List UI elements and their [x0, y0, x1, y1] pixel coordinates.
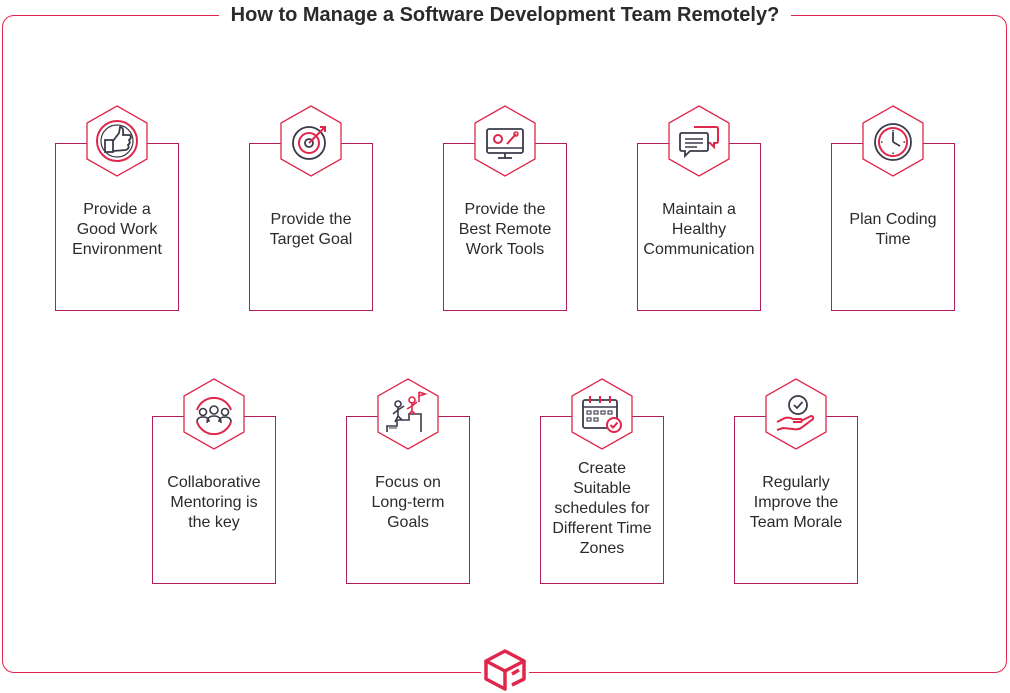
thumbs-up-icon	[96, 120, 138, 162]
step-card-remote-work-tools: Provide the Best Remote Work Tools	[443, 105, 567, 311]
step-card-good-work-environment: Provide a Good Work Environment	[55, 105, 179, 311]
step-label: Focus on Long-term Goals	[371, 474, 445, 531]
step-icon-badge	[571, 378, 633, 450]
hand-check-icon	[776, 395, 815, 431]
step-icon-badge	[377, 378, 439, 450]
step-icon-badge	[474, 105, 536, 177]
chat-bubbles-icon	[679, 126, 719, 159]
team-icon	[196, 396, 232, 436]
step-icon-badge	[765, 378, 827, 450]
step-card-plan-coding-time: Plan Coding Time	[831, 105, 955, 311]
step-label: Provide a Good Work Environment	[72, 201, 162, 258]
step-icon-badge	[183, 378, 245, 450]
step-label: Create Suitable schedules for Different …	[552, 460, 652, 557]
step-card-long-term-goals: Focus on Long-term Goals	[346, 378, 470, 584]
step-label: Plan Coding Time	[849, 211, 937, 248]
step-icon-badge	[668, 105, 730, 177]
step-label: Provide the Target Goal	[269, 211, 353, 248]
calendar-check-icon	[582, 396, 622, 433]
step-label: Provide the Best Remote Work Tools	[458, 201, 552, 258]
step-label: Regularly Improve the Team Morale	[749, 474, 843, 531]
step-card-healthy-communication: Maintain a Healthy Communication	[637, 105, 761, 311]
climbing-goal-icon	[386, 391, 428, 432]
target-icon	[292, 126, 326, 160]
step-icon-badge	[86, 105, 148, 177]
step-card-target-goal: Provide the Target Goal	[249, 105, 373, 311]
brand-logo	[481, 648, 529, 693]
brand-cube-logo	[484, 649, 526, 691]
step-label: Maintain a Healthy Communication	[643, 201, 755, 258]
step-card-collaborative-mentoring: Collaborative Mentoring is the key	[152, 378, 276, 584]
step-icon-badge	[280, 105, 342, 177]
step-label: Collaborative Mentoring is the key	[167, 474, 261, 531]
monitor-tools-icon	[486, 128, 524, 159]
step-card-team-morale: Regularly Improve the Team Morale	[734, 378, 858, 584]
page-title-text: How to Manage a Software Development Tea…	[218, 4, 792, 26]
step-icon-badge	[862, 105, 924, 177]
clock-icon	[874, 123, 912, 161]
step-card-time-zone-schedules: Create Suitable schedules for Different …	[540, 378, 664, 584]
page-title: How to Manage a Software Development Tea…	[0, 2, 1010, 28]
